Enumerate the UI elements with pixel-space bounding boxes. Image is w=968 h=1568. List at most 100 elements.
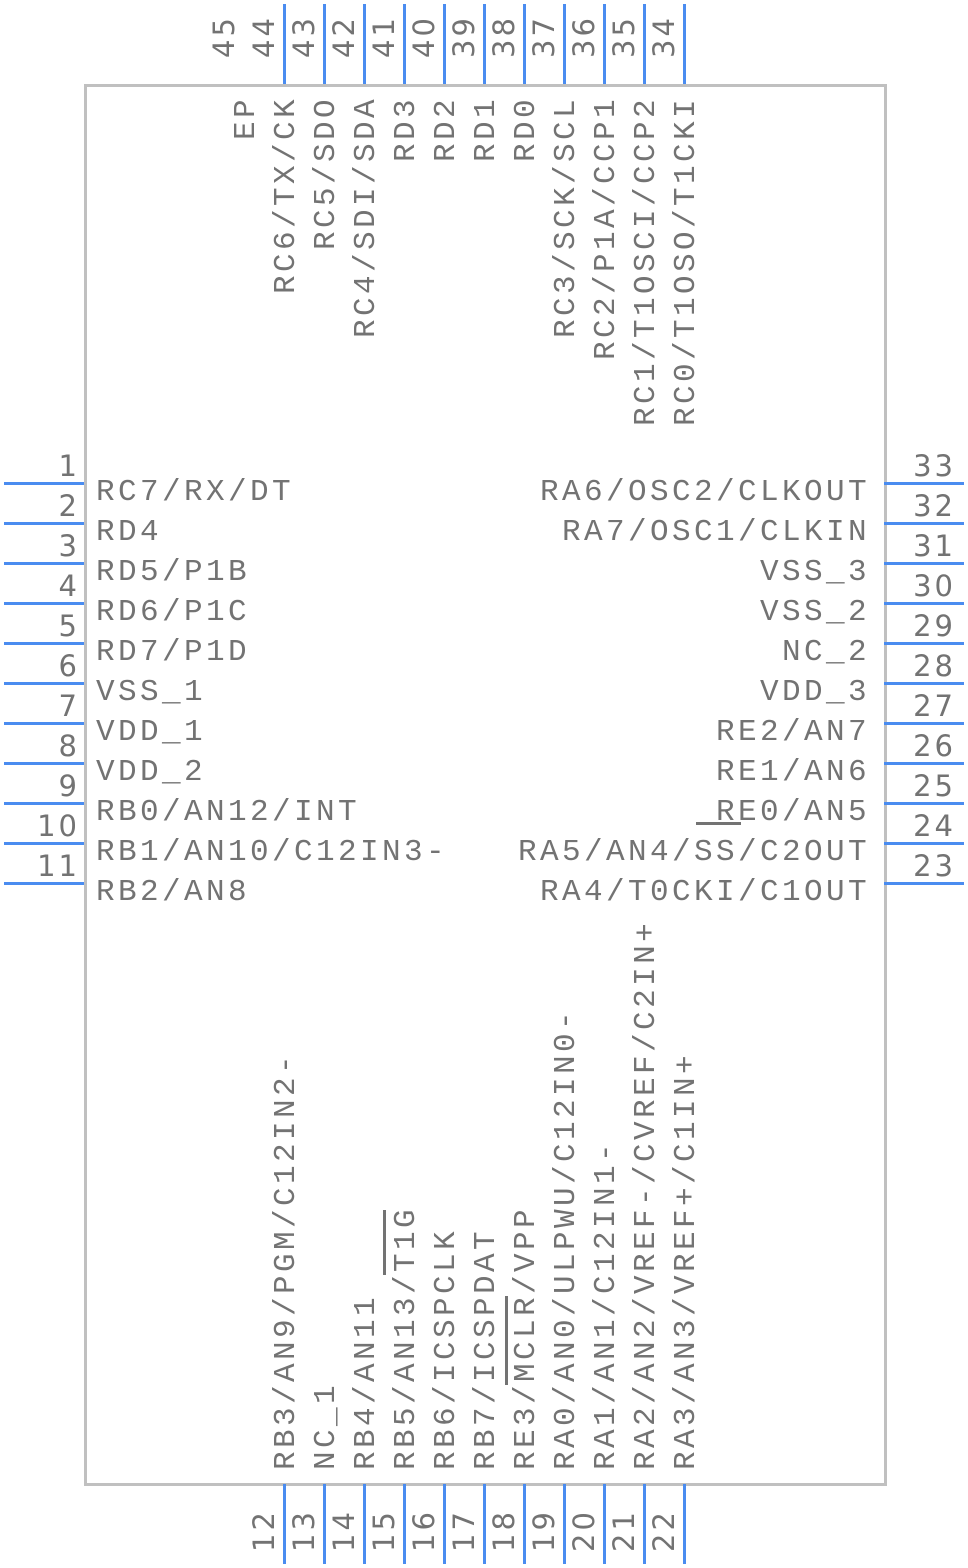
pin-label-rb2-an8: RB2/AN8 [96,875,251,910]
pin-17-line [482,1484,486,1564]
pin-22-line [682,1484,686,1564]
pin-5-line [4,641,84,645]
pin-label-ra2-an2-vref-cvref-c2in: RA2/AN2/VREF-/CVREF/C2IN+ [629,919,664,1470]
pin-label-re0-an5: RE0/AN5 [715,795,870,830]
pin-45-number: 45 [207,15,241,58]
pin-40-number: 40 [407,15,441,58]
pin-28-number: 28 [913,649,956,683]
pin-39-number: 39 [447,15,481,58]
pin-35-number: 35 [607,15,641,58]
pin-20-number: 20 [567,1509,601,1552]
pin-44-line [282,4,286,84]
pin-label-rd3: RD3 [389,95,424,162]
pin-37-number: 37 [527,15,561,58]
pin-label-ra3-an3-vref-c1in: RA3/AN3/VREF+/C1IN+ [669,1051,704,1470]
pin-29-line [884,641,964,645]
pin-31-line [884,561,964,565]
pin-38-line [522,4,526,84]
pin-label-re3-mclr-vpp: RE3/MCLR/VPP [509,1205,544,1470]
pin-6-line [4,681,84,685]
pin-42-number: 42 [327,15,361,58]
pin-39-line [482,4,486,84]
pin-label-rc6-tx-ck: RC6/TX/CK [269,95,304,294]
pin-label-rb7-icspdat: RB7/ICSPDAT [469,1227,504,1470]
pin-label-rd2: RD2 [429,95,464,162]
pin-3-line [4,561,84,565]
pin-28-line [884,681,964,685]
pin-37-line [562,4,566,84]
pin-15-line [402,1484,406,1564]
pin-10-line [4,841,84,845]
pin-18-number: 18 [487,1509,521,1552]
ic-body-outline [84,84,887,1486]
pin-label-ra1-an1-c12in1: RA1/AN1/C12IN1- [589,1139,624,1470]
pin-40-line [442,4,446,84]
pin-43-number: 43 [287,15,321,58]
pin-11-line [4,881,84,885]
pin-2-number: 2 [58,489,80,523]
pin-24-line [884,841,964,845]
pin-label-vss-2: VSS_2 [759,595,870,630]
pin-label-rc7-rx-dt: RC7/RX/DT [96,475,295,510]
pin-6-number: 6 [58,649,80,683]
overline-t1g [383,1210,386,1275]
pin-21-number: 21 [607,1509,641,1552]
pin-label-rb5-an13-t1g: RB5/AN13/T1G [389,1205,424,1470]
pin-12-line [282,1484,286,1564]
pin-label-rc2-p1a-ccp1: RC2/P1A/CCP1 [589,95,624,360]
pin-14-line [362,1484,366,1564]
pin-label-vdd-1: VDD_1 [96,715,207,750]
pin-label-vdd-2: VDD_2 [96,755,207,790]
pin-8-line [4,761,84,765]
pin-25-line [884,801,964,805]
pin-34-number: 34 [647,15,681,58]
pin-label-rb4-an11: RB4/AN11 [349,1293,384,1470]
pin-18-line [522,1484,526,1564]
pin-9-number: 9 [58,769,80,803]
pin-7-number: 7 [58,689,80,723]
pin-3-number: 3 [58,529,80,563]
pin-7-line [4,721,84,725]
pin-31-number: 31 [913,529,956,563]
pin-label-rb1-an10-c12in3: RB1/AN10/C12IN3- [96,835,449,870]
pin-label-vdd-3: VDD_3 [759,675,870,710]
pin-19-line [562,1484,566,1564]
pin-13-number: 13 [287,1509,321,1552]
pin-label-ra5-an4-ss-c2out: RA5/AN4/SS/C2OUT [517,835,870,870]
pin-11-number: 11 [37,849,80,883]
pin-label-rd4: RD4 [96,515,163,550]
pin-10-number: 10 [37,809,80,843]
pin-label-vss-3: VSS_3 [759,555,870,590]
pin-4-number: 4 [58,569,80,603]
pin-8-number: 8 [58,729,80,763]
pin-label-rd5-p1b: RD5/P1B [96,555,251,590]
pin-label-re2-an7: RE2/AN7 [715,715,870,750]
pin-label-ra7-osc1-clkin: RA7/OSC1/CLKIN [561,515,870,550]
pin-label-rd1: RD1 [469,95,504,162]
pin-42-line [362,4,366,84]
pin-43-line [322,4,326,84]
pin-13-line [322,1484,326,1564]
pin-27-line [884,721,964,725]
pin-label-rc1-t1osci-ccp2: RC1/T1OSCI/CCP2 [629,95,664,426]
pin-41-number: 41 [367,15,401,58]
pin-22-number: 22 [647,1509,681,1552]
pin-33-number: 33 [913,449,956,483]
pin-34-line [682,4,686,84]
pin-17-number: 17 [447,1509,481,1552]
pin-label-ra6-osc2-clkout: RA6/OSC2/CLKOUT [539,475,870,510]
pin-38-number: 38 [487,15,521,58]
pin-12-number: 12 [247,1509,281,1552]
pin-5-number: 5 [58,609,80,643]
pin-label-ra4-t0cki-c1out: RA4/T0CKI/C1OUT [539,875,870,910]
pin-label-rd7-p1d: RD7/P1D [96,635,251,670]
pin-23-number: 23 [913,849,956,883]
pin-44-number: 44 [247,15,281,58]
pin-16-line [442,1484,446,1564]
pin-30-number: 30 [913,569,956,603]
overline-mclr [505,1296,508,1385]
pin-1-number: 1 [58,449,80,483]
pin-label-nc-2: NC_2 [781,635,870,670]
pin-27-number: 27 [913,689,956,723]
pin-21-line [642,1484,646,1564]
